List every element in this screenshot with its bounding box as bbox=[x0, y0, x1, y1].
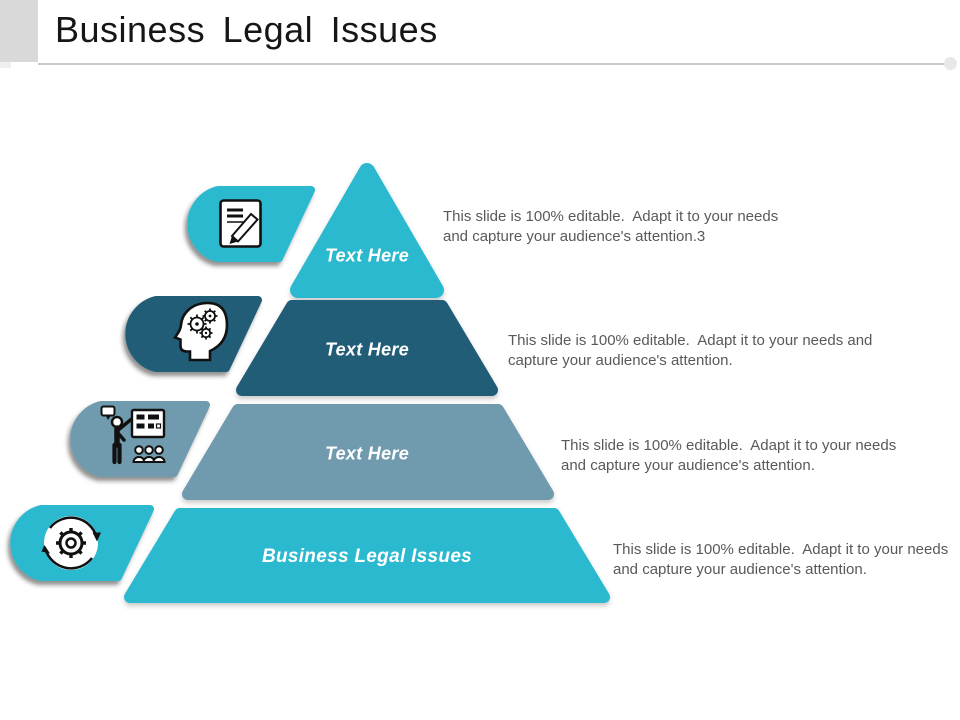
description-line: This slide is 100% editable. Adapt it to… bbox=[613, 541, 949, 558]
pyramid-layer-3-shape[interactable] bbox=[182, 404, 554, 500]
presentation-audience-icon bbox=[100, 405, 166, 465]
note-pencil-icon bbox=[219, 199, 262, 248]
description-line: and capture your audience's attention. bbox=[613, 560, 867, 578]
pyramid-layer-1-shape[interactable] bbox=[290, 163, 444, 298]
layer-4-label[interactable]: Business Legal Issues bbox=[261, 546, 473, 567]
layer-3-description[interactable]: This slide is 100% editable. Adapt it to… bbox=[561, 436, 896, 475]
layer-3-label[interactable]: Text Here bbox=[324, 443, 410, 464]
head-gears-icon bbox=[173, 301, 229, 362]
description-line: This slide is 100% editable. Adapt it to… bbox=[561, 437, 897, 454]
layer-3-icon-tab[interactable] bbox=[70, 401, 210, 477]
description-line: and capture your audience's attention. bbox=[561, 456, 815, 474]
pyramid-layer-2-shape[interactable] bbox=[236, 300, 498, 396]
gear-sync-icon bbox=[41, 516, 101, 570]
rule-end-dot bbox=[944, 57, 957, 70]
layer-1-label[interactable]: Text Here bbox=[324, 245, 410, 266]
corner-accent-stub bbox=[0, 62, 11, 68]
description-line: This slide is 100% editable. Adapt it to… bbox=[443, 208, 779, 225]
layer-2-label[interactable]: Text Here bbox=[324, 339, 410, 360]
corner-accent bbox=[0, 0, 38, 62]
layer-2-description[interactable]: This slide is 100% editable. Adapt it to… bbox=[508, 331, 872, 370]
description-line: capture your audience's attention. bbox=[508, 351, 733, 369]
description-line: This slide is 100% editable. Adapt it to… bbox=[508, 332, 873, 349]
header-rule bbox=[38, 63, 946, 65]
pyramid-layer-4-shape[interactable] bbox=[124, 508, 610, 603]
layer-4-description[interactable]: This slide is 100% editable. Adapt it to… bbox=[613, 540, 948, 579]
description-line: and capture your audience's attention.3 bbox=[443, 227, 706, 245]
slide-title[interactable]: Business Legal Issues bbox=[55, 9, 438, 50]
layer-1-description[interactable]: This slide is 100% editable. Adapt it to… bbox=[443, 207, 778, 246]
